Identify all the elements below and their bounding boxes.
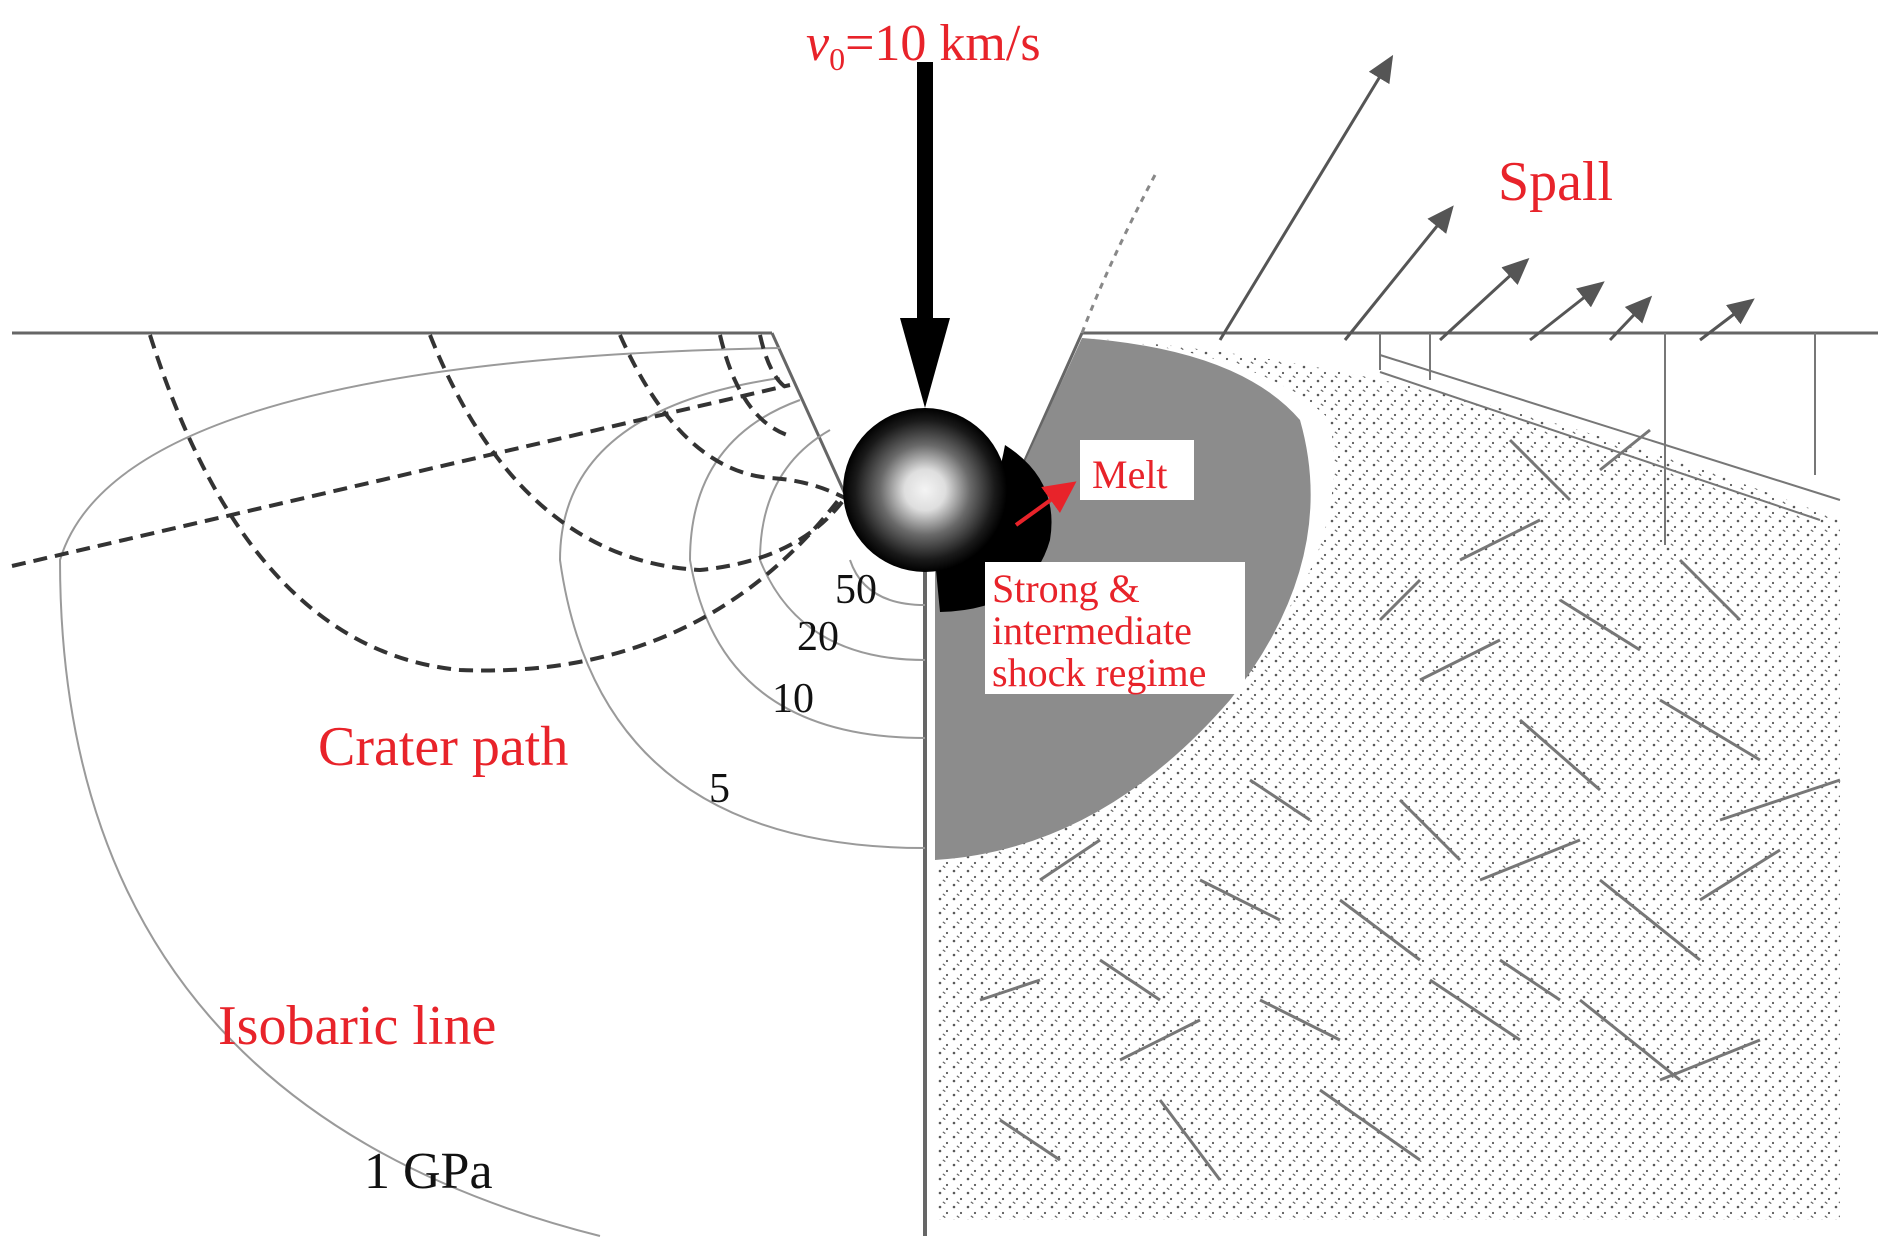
crater-path-label: Crater path [318,716,568,778]
down-arrow-icon [900,62,950,408]
shock-label-box [985,562,1245,694]
isobar-label-20: 20 [797,614,839,660]
spall-arrow-icon [1218,54,1394,341]
isobaric-line-label: Isobaric line [218,995,496,1057]
melt-label-box [1080,440,1194,500]
crater-paths [11,334,847,673]
isobar-label-5: 5 [709,766,730,812]
melt-pointer-arrow [1014,481,1077,527]
spall-arrow-icon [1608,295,1653,342]
spall-arrow-icon [1343,205,1454,341]
shock-label-line3: shock regime [992,650,1206,695]
shock-label-line2: intermediate [992,608,1192,653]
spall-arrow-icon [1438,257,1530,342]
isobar-1gpa-label: 1 GPa [364,1143,493,1200]
projectile-sphere-icon [843,408,1007,572]
isobar-label-50: 50 [835,567,877,613]
fracture-zone [935,333,1841,1220]
spall-arrows [1218,54,1755,342]
isobaric-lines [58,347,926,1237]
ejecta-trace [1080,174,1157,334]
isobar-label-10: 10 [772,676,814,722]
spall-arrow-icon [1699,298,1755,342]
spall-arrow-icon [1529,281,1605,342]
velocity-label: v0=10 km/s [806,15,1041,77]
melt-label: Melt [1092,452,1168,497]
shock-label-line1: Strong & [992,566,1140,611]
spall-label: Spall [1498,151,1613,213]
